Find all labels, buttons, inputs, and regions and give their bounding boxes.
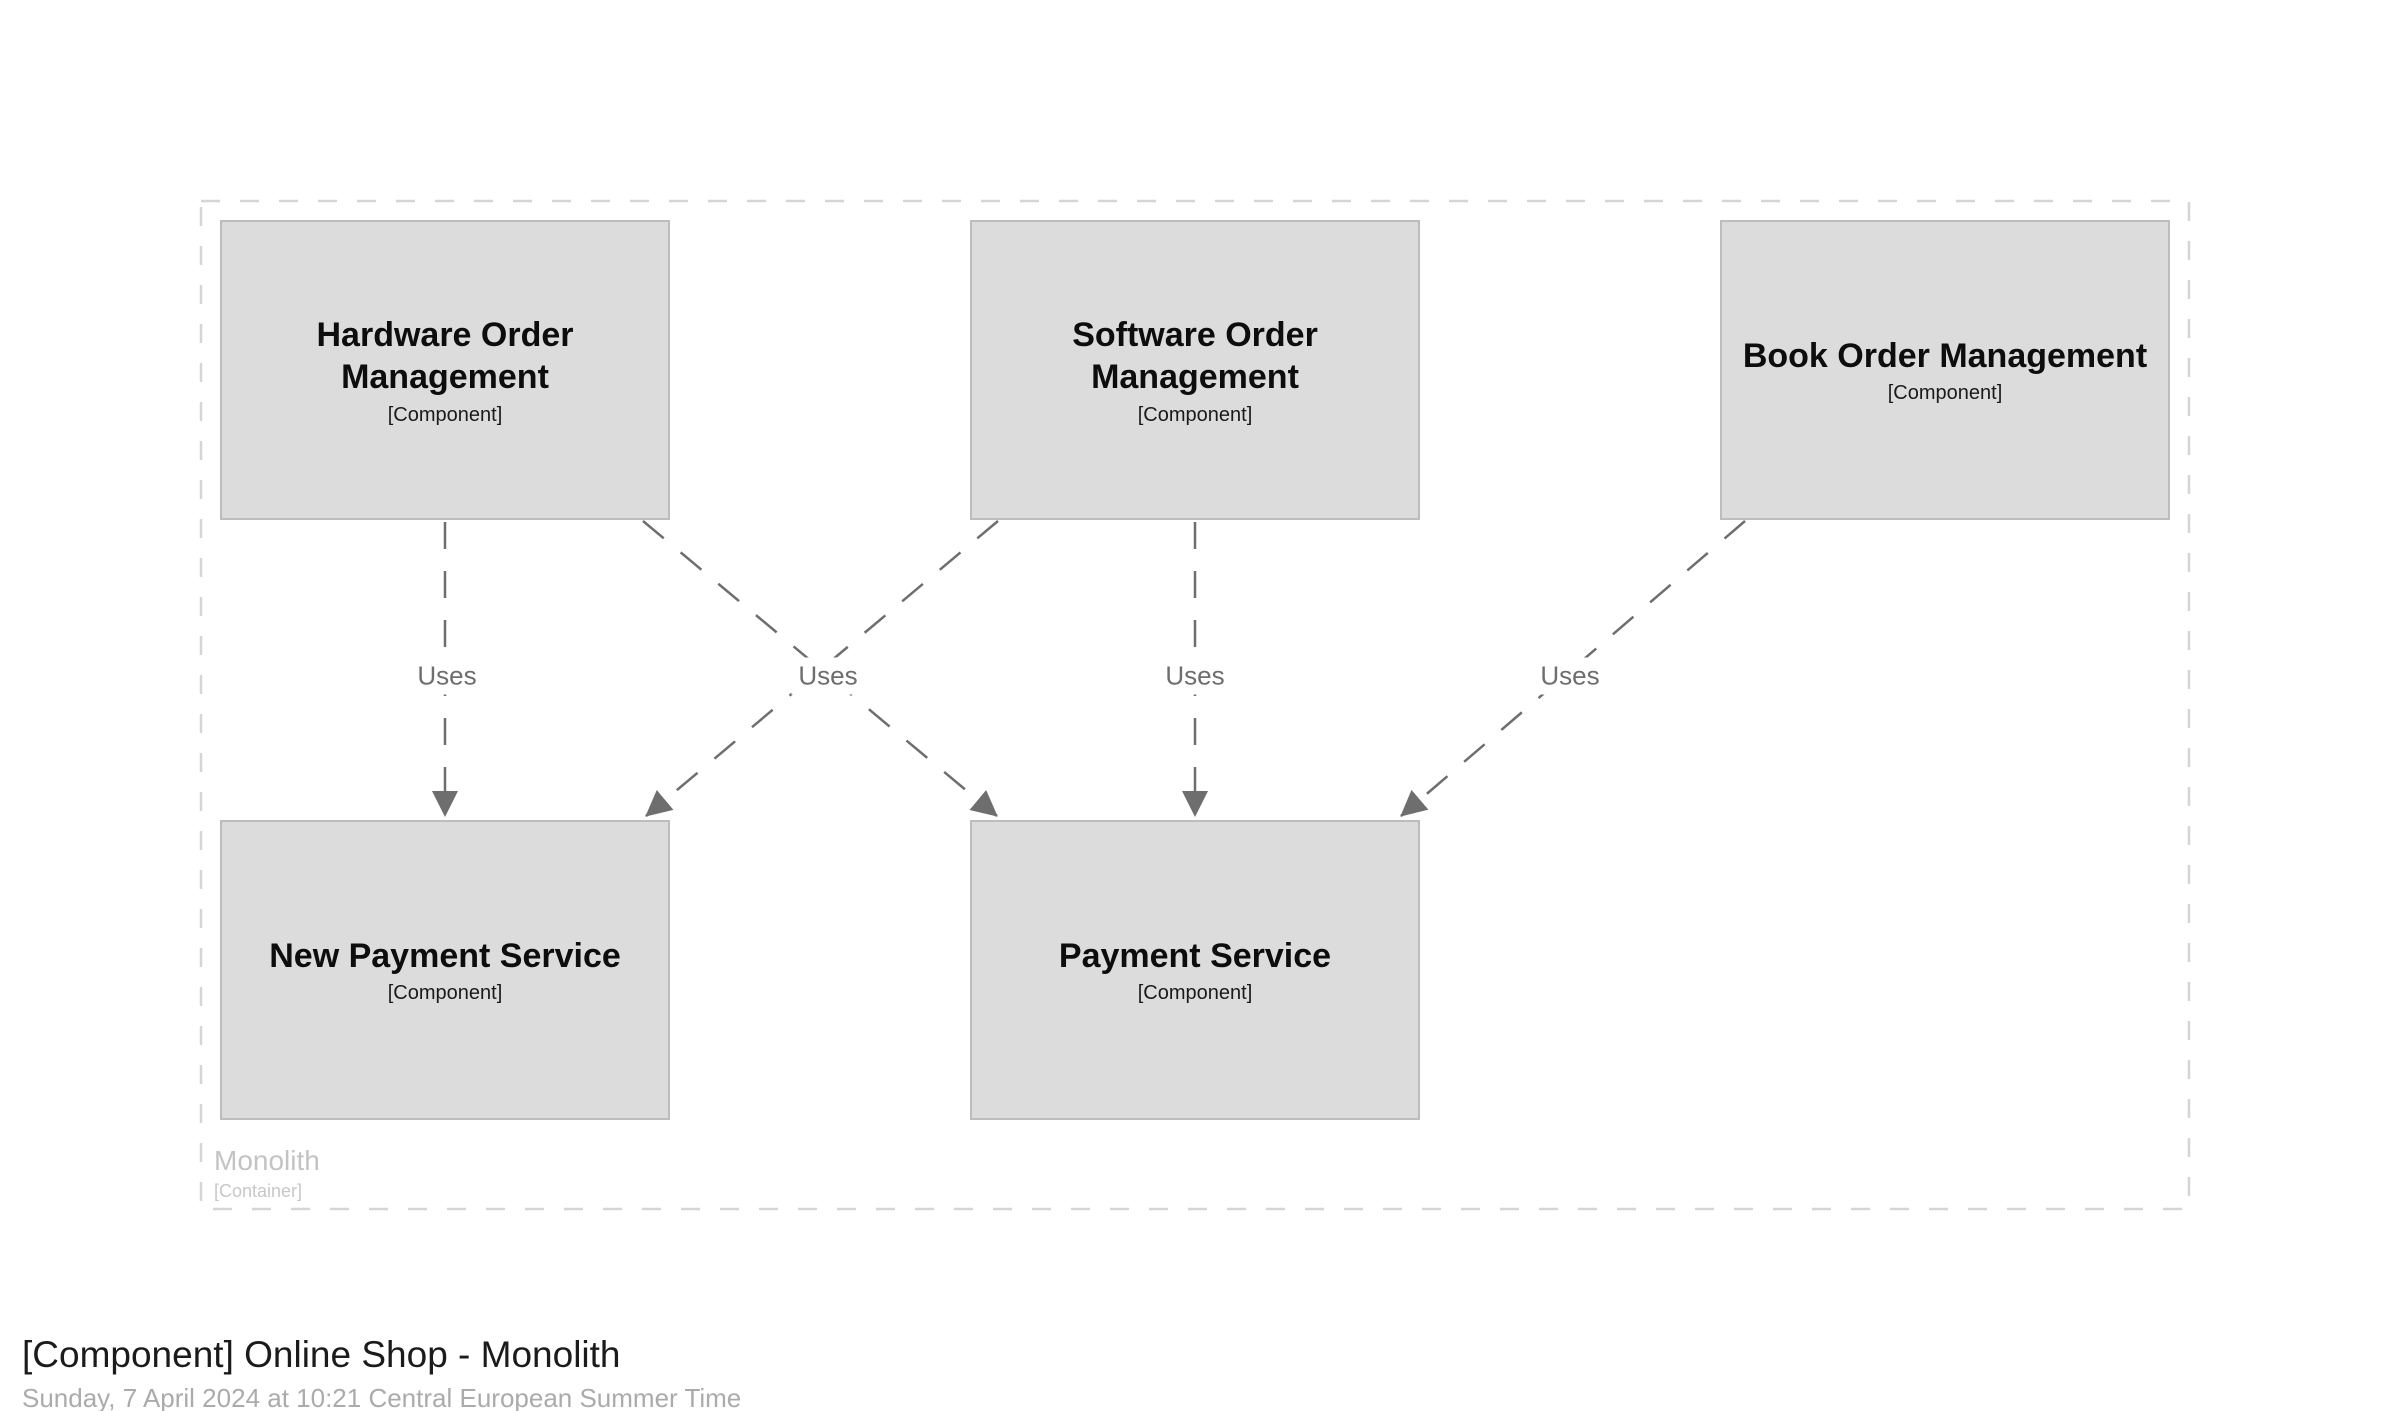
uses-arrow-book-to-payment: [1400, 520, 1746, 817]
diagram-timestamp: Sunday, 7 April 2024 at 10:21 Central Eu…: [22, 1382, 742, 1411]
diagram-title: [Component] Online Shop - Monolith: [22, 1334, 621, 1375]
component-name: Payment Service: [1058, 936, 1332, 975]
component-name: Hardware Order Management: [316, 315, 574, 397]
component-meta: [Component]: [387, 403, 503, 426]
component-hardware-order-management[interactable]: Hardware Order Management [Component]: [220, 220, 670, 520]
container-boundary: [199, 199, 2191, 1211]
uses-label-crossing: Uses: [791, 657, 865, 695]
uses-label-software-to-payment: Uses: [1158, 657, 1232, 695]
component-new-payment-service[interactable]: New Payment Service [Component]: [220, 820, 670, 1120]
uses-label-hardware-to-new-payment: Uses: [410, 657, 484, 695]
component-meta: [Component]: [1137, 403, 1253, 426]
component-name: Software Order Management: [1072, 315, 1318, 397]
container-caption: Monolith [Container]: [214, 1145, 320, 1202]
component-name: New Payment Service: [269, 936, 621, 975]
component-software-order-management[interactable]: Software Order Management [Component]: [970, 220, 1420, 520]
component-payment-service[interactable]: Payment Service [Component]: [970, 820, 1420, 1120]
component-book-order-management[interactable]: Book Order Management [Component]: [1720, 220, 2170, 520]
component-meta: [Component]: [1137, 982, 1253, 1005]
component-meta: [Component]: [387, 982, 503, 1005]
container-name: Monolith: [214, 1145, 320, 1176]
component-name: Book Order Management: [1742, 336, 2148, 375]
container-meta: [Container]: [214, 1180, 303, 1201]
diagram-title-block: [Component] Online Shop - Monolith Sunda…: [22, 1334, 741, 1411]
component-meta: [Component]: [1887, 382, 2003, 405]
uses-label-book-to-payment: Uses: [1533, 657, 1607, 695]
